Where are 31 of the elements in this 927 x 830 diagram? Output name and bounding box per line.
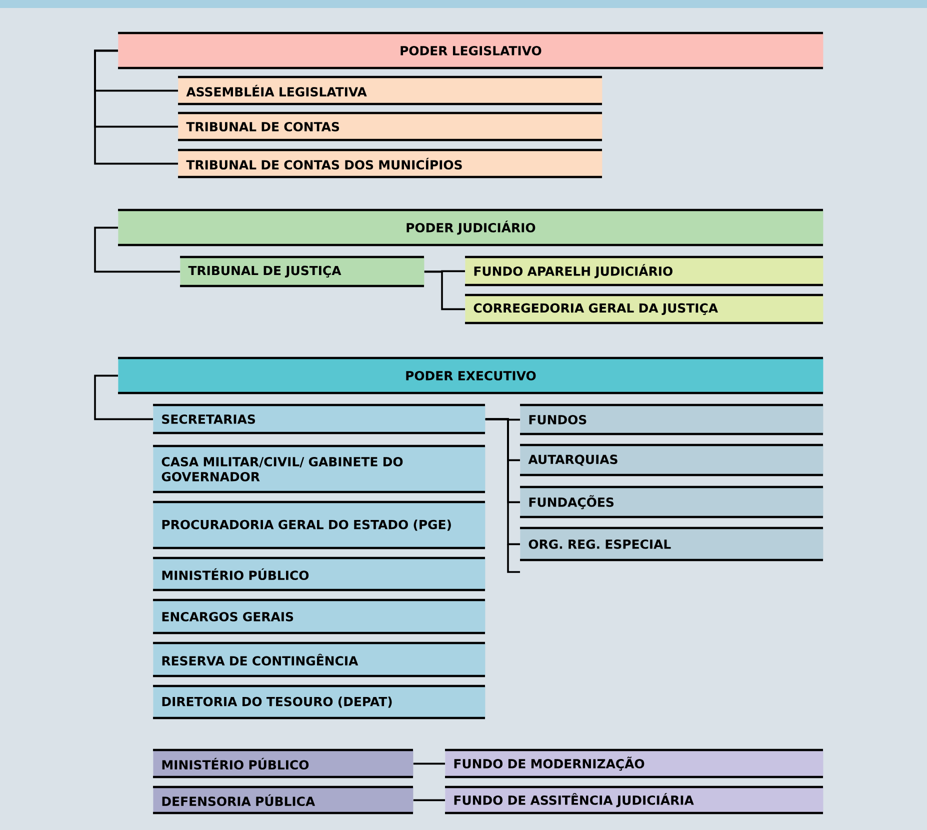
entity-box: PROCURADORIA GERAL DO ESTADO (PGE) [153, 500, 486, 550]
entity-box: FUNDAÇÕES [520, 486, 824, 518]
entity-box: ORG. REG. ESPECIAL [520, 526, 824, 562]
connector-line [413, 799, 445, 802]
entity-box: TRIBUNAL DE CONTAS DOS MUNICÍPIOS [178, 148, 602, 178]
connector-line [424, 270, 465, 310]
entity-box: FUNDO APARELH JUDICIÁRIO [465, 256, 824, 286]
connector-line [94, 226, 180, 273]
entity-box: ASSEMBLÉIA LEGISLATIVA [178, 76, 602, 106]
header-box: PODER JUDICIÁRIO [118, 208, 824, 246]
connector-line [485, 418, 520, 546]
connector-line [94, 374, 153, 420]
entity-box: FUNDO DE ASSITÊNCIA JUDICIÁRIA [445, 786, 824, 814]
entity-box: RESERVA DE CONTINGÊNCIA [153, 642, 486, 678]
connector-line [413, 762, 445, 765]
entity-box: DIRETORIA DO TESOURO (DEPAT) [153, 684, 486, 720]
entity-box: TRIBUNAL DE JUSTIÇA [180, 256, 424, 288]
entity-box: FUNDOS [520, 404, 824, 436]
header-box: PODER EXECUTIVO [118, 356, 824, 394]
entity-box: CORREGEDORIA GERAL DA JUSTIÇA [465, 294, 824, 324]
connector-line [94, 50, 178, 165]
entity-box: AUTARQUIAS [520, 444, 824, 476]
entity-box: SECRETARIAS [153, 404, 486, 434]
entity-box: FUNDO DE MODERNIZAÇÃO [445, 748, 824, 778]
entity-box: MINISTÉRIO PÚBLICO [153, 748, 414, 778]
entity-box: ENCARGOS GERAIS [153, 598, 486, 634]
header-box: PODER LEGISLATIVO [118, 32, 824, 70]
entity-box: CASA MILITAR/CIVIL/ GABINETE DO GOVERNADOR [153, 444, 486, 494]
entity-box: DEFENSORIA PÚBLICA [153, 786, 414, 814]
entity-box: TRIBUNAL DE CONTAS [178, 112, 602, 142]
entity-box: MINISTÉRIO PÚBLICO [153, 556, 486, 592]
